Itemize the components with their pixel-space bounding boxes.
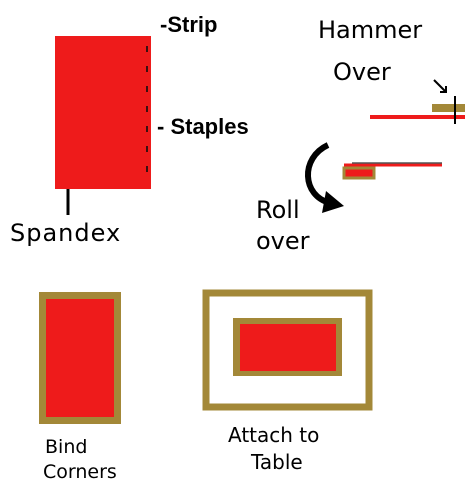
label-attach: Attach to xyxy=(228,425,319,445)
table-fabric xyxy=(240,324,336,371)
label-roll: Roll xyxy=(256,198,300,222)
small-arrow-icon xyxy=(434,80,446,92)
label-staples: - Staples xyxy=(157,116,249,138)
label-corners: Corners xyxy=(43,463,117,482)
bind-corners-fabric xyxy=(46,299,114,417)
label-strip: -Strip xyxy=(160,14,217,36)
hammer-strip xyxy=(432,104,465,112)
rolled-strip xyxy=(344,168,374,178)
label-over: Over xyxy=(333,60,391,84)
spandex-panel xyxy=(55,36,151,189)
label-hammer: Hammer xyxy=(318,18,422,42)
curved-arrow-icon xyxy=(308,145,344,213)
label-roll-over: over xyxy=(256,229,310,253)
label-bind: Bind xyxy=(45,438,87,457)
label-table: Table xyxy=(251,452,303,472)
label-spandex: Spandex xyxy=(10,221,121,245)
